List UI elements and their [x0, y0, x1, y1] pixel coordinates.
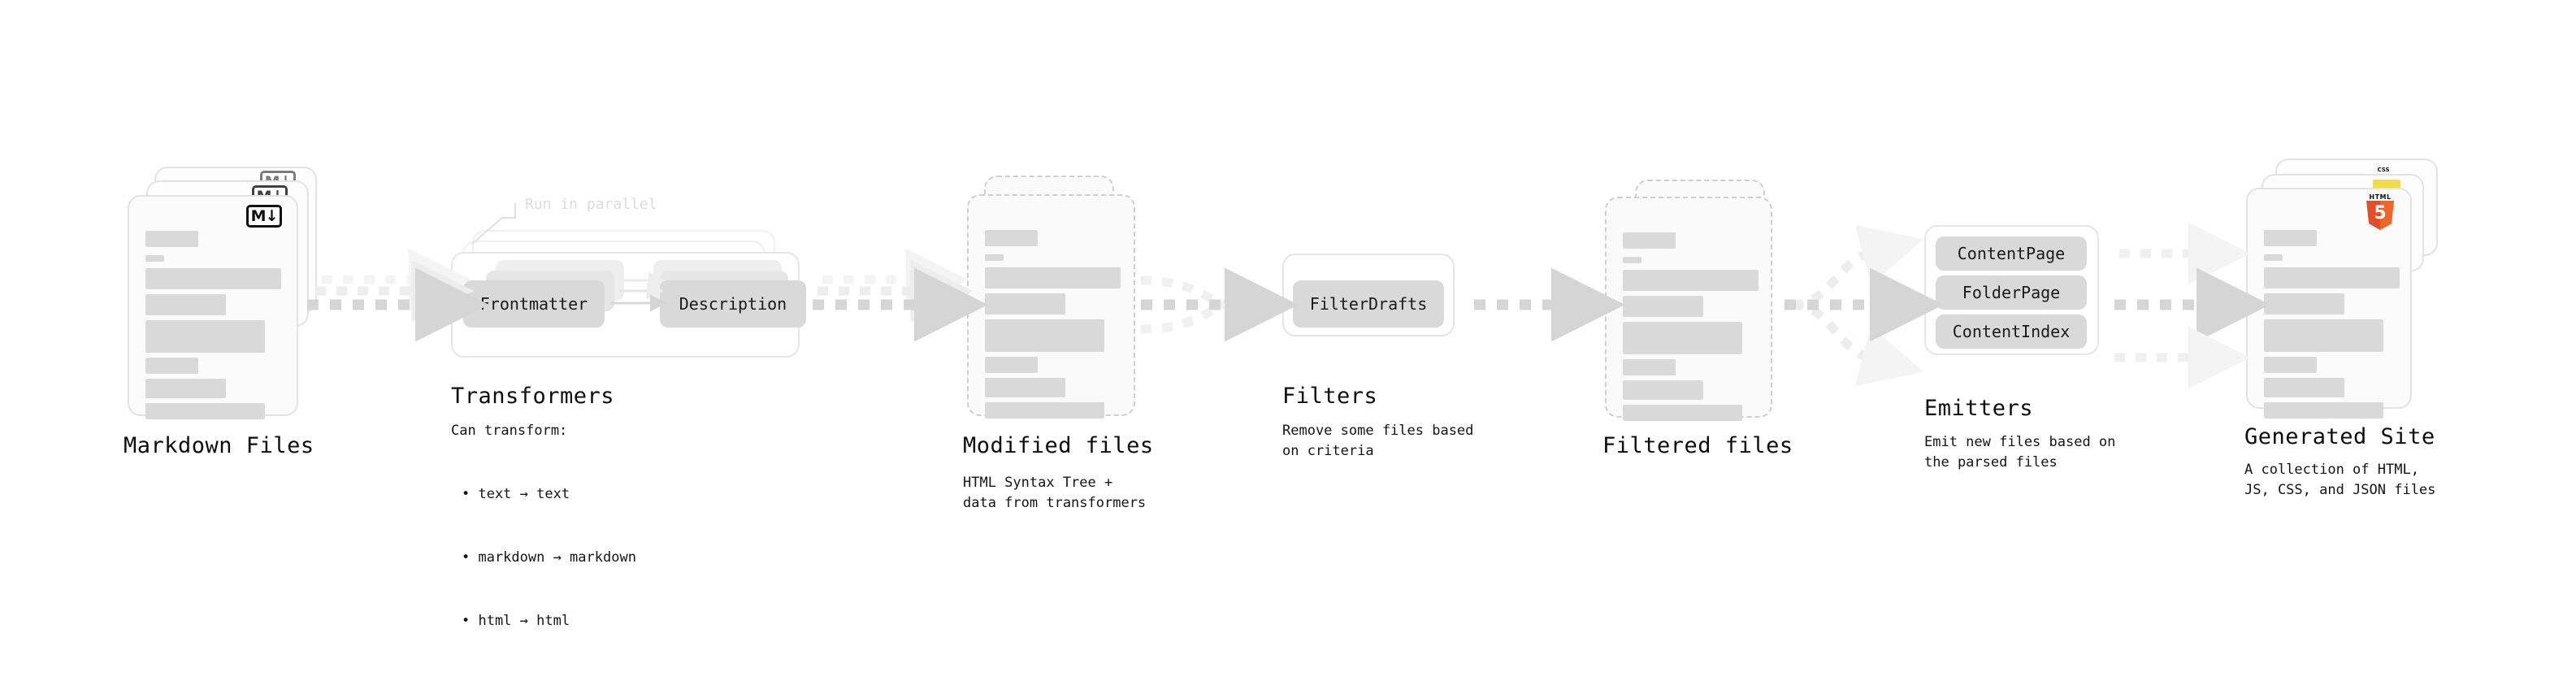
skeleton-line	[985, 378, 1065, 397]
stage-subtitle-modified-files: HTML Syntax Tree + data from transformer…	[963, 475, 1147, 511]
arrow-transformers-to-modified	[813, 248, 988, 342]
skeleton-line	[985, 319, 1104, 352]
skeleton-line	[145, 379, 226, 398]
arrow-modified-to-filters	[1140, 267, 1299, 342]
emitter-node-contentindex[interactable]: ContentIndex	[1936, 314, 2087, 349]
html5-digit: 5	[2374, 203, 2387, 223]
stage-title-filters: Filters	[1282, 384, 1378, 409]
generated-card-front	[2246, 188, 2412, 419]
skeleton-line	[145, 320, 265, 353]
skeleton-line	[985, 357, 1038, 373]
skeleton-line	[2264, 230, 2317, 246]
skeleton-line	[1623, 296, 1703, 317]
stage-title-transformers: Transformers	[451, 384, 615, 409]
skeleton-line	[1623, 380, 1703, 400]
stage-title-filtered-files: Filtered files	[1602, 433, 1793, 458]
skeleton-line	[2264, 402, 2383, 419]
stage-subtitle-emitters: Emit new files based on the parsed files	[1924, 434, 2116, 471]
skeleton-line	[1623, 257, 1641, 263]
filtered-card-front	[1605, 197, 1772, 421]
arrow-markdown-to-transformers	[307, 248, 489, 342]
transformer-node-frontmatter[interactable]: Frontmatter	[463, 280, 605, 327]
skeleton-line	[985, 254, 1004, 261]
stage-subtitle-generated-site: A collection of HTML, JS, CSS, and JSON …	[2244, 462, 2436, 498]
stage-title-modified-files: Modified files	[963, 433, 1154, 458]
skeleton-line	[985, 402, 1104, 419]
skeleton-line	[2264, 267, 2400, 288]
stage-title-generated-site: Generated Site	[2244, 424, 2435, 449]
transformer-node-description[interactable]: Description	[660, 280, 806, 327]
transformers-bullet-item: • html → html	[462, 613, 570, 629]
run-in-parallel-annotation: Run in parallel	[525, 196, 657, 213]
skeleton-line	[2264, 293, 2344, 314]
skeleton-line	[1623, 359, 1676, 375]
skeleton-line	[2264, 357, 2317, 373]
markdown-card-front	[128, 195, 298, 419]
skeleton-line	[2264, 254, 2283, 261]
html5-shield: 5	[2366, 201, 2394, 230]
transformers-bullet-list: • text → text • markdown → markdown • ht…	[462, 441, 636, 674]
skeleton-line	[1623, 322, 1742, 354]
stage-subtitle-transformers: Can transform:	[451, 423, 568, 439]
skeleton-line	[985, 267, 1121, 288]
skeleton-line	[145, 403, 265, 419]
modified-card-front	[967, 194, 1135, 419]
skeleton-line	[145, 231, 198, 247]
markdown-icon: M↓	[246, 205, 282, 228]
html5-wordmark: HTML	[2369, 193, 2392, 201]
skeleton-line	[2264, 319, 2383, 352]
skeleton-line	[1623, 405, 1742, 421]
arrow-emitters-to-generated	[2114, 222, 2270, 389]
skeleton-line	[2264, 378, 2344, 397]
skeleton-line	[145, 268, 281, 289]
html5-icon: HTML 5	[2365, 193, 2396, 231]
arrow-filtered-to-emitters	[1785, 224, 1944, 387]
filter-node-filterdrafts[interactable]: FilterDrafts	[1293, 280, 1444, 327]
emitter-node-folderpage[interactable]: FolderPage	[1936, 275, 2087, 310]
skeleton-line	[145, 294, 226, 315]
skeleton-line	[985, 293, 1065, 314]
emitter-node-contentpage[interactable]: ContentPage	[1936, 236, 2087, 271]
skeleton-line	[1623, 270, 1759, 291]
skeleton-line	[1623, 232, 1676, 249]
transformers-bullet-item: • text → text	[462, 486, 570, 502]
skeleton-line	[145, 358, 198, 374]
stage-subtitle-filters: Remove some files based on criteria	[1282, 423, 1474, 459]
skeleton-line	[145, 255, 164, 262]
skeleton-line	[985, 230, 1038, 246]
stage-title-emitters: Emitters	[1924, 396, 2034, 421]
transformers-bullet-item: • markdown → markdown	[462, 549, 636, 566]
stage-title-markdown-files: Markdown Files	[124, 433, 314, 458]
